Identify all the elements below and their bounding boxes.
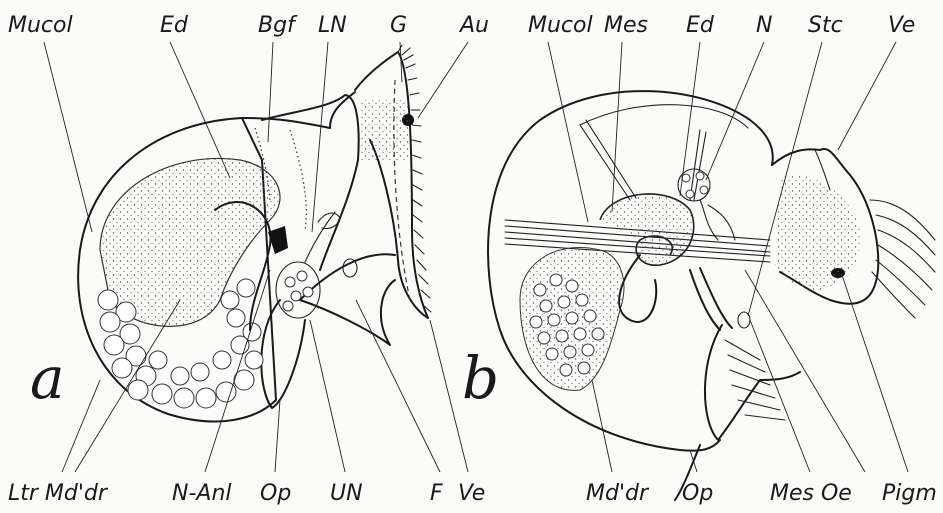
label-mucol-b: Mucol	[528, 13, 593, 38]
stipple-head-a	[360, 100, 410, 160]
label-stc-b: Stc	[808, 13, 843, 38]
panel-b-letter: b	[462, 344, 499, 412]
label-ltr-mddr-a: Ltr Md'dr	[8, 481, 109, 506]
stomach-b	[600, 194, 694, 265]
label-pigm-b: Pigm	[882, 481, 937, 506]
shell-lip-b	[750, 120, 773, 165]
label-ve-a: Ve	[458, 481, 485, 506]
otocyst-a	[343, 259, 357, 277]
nerve-a	[305, 212, 340, 262]
label-ve-b: Ve	[888, 13, 915, 38]
label-un-a: UN	[330, 481, 363, 506]
stipple-velum-b	[775, 174, 860, 290]
label-n-anl-a: N-Anl	[172, 481, 232, 506]
esophagus-b	[690, 268, 732, 330]
inner-shell-b	[580, 105, 748, 128]
label-op-b: Op	[682, 481, 713, 506]
label-au-a: Au	[458, 13, 489, 38]
label-mes-b: Mes	[604, 13, 648, 38]
panel-b-drawing	[488, 42, 935, 500]
label-n-b: N	[756, 13, 772, 38]
label-ln-a: LN	[318, 13, 347, 38]
label-bgf-a: Bgf	[258, 13, 298, 38]
foot-a	[300, 254, 395, 345]
label-ed-a: Ed	[160, 13, 189, 38]
panel-a-drawing	[44, 42, 468, 472]
label-op-a: Op	[260, 481, 291, 506]
velum-a	[355, 52, 428, 318]
foot-b	[705, 325, 800, 440]
label-g-a: G	[390, 13, 407, 38]
cilia-b	[870, 200, 935, 318]
label-mucol-a: Mucol	[8, 13, 73, 38]
label-mes-oe-b: Mes Oe	[770, 481, 852, 506]
muscle-strands-b	[580, 120, 706, 200]
label-f-a: F	[430, 481, 443, 506]
digestive-gland-a	[100, 158, 280, 326]
ganglion-a	[276, 262, 320, 318]
panel-a-letter: a	[30, 344, 65, 412]
operculum-a	[261, 300, 305, 408]
label-ed-b: Ed	[686, 13, 715, 38]
label-mddr-b: Md'dr	[586, 481, 650, 506]
anal-gland-a	[268, 226, 288, 254]
shell-apex-a	[242, 92, 355, 128]
nerve-b	[700, 200, 735, 240]
